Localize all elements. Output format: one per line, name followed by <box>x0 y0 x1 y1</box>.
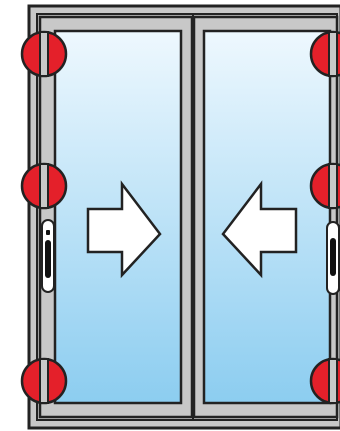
hinge-right-middle-icon <box>309 162 340 210</box>
right-panel-handle <box>326 221 340 295</box>
slide-right-arrow-icon <box>86 180 162 279</box>
hinge-left-middle-icon <box>20 162 68 210</box>
hinge-right-bottom-icon <box>309 357 340 405</box>
hinge-right-top-icon <box>309 30 340 78</box>
slide-left-arrow-icon <box>221 180 298 279</box>
hinge-left-bottom-icon <box>20 357 68 405</box>
hinge-left-top-icon <box>20 30 68 78</box>
left-panel-handle <box>41 219 55 293</box>
